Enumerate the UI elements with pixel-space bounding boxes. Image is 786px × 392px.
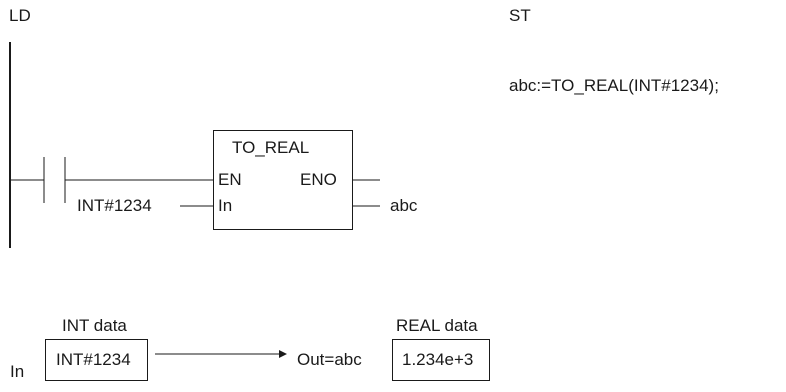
example-out-label: Out=abc — [297, 350, 362, 369]
input-value: INT#1234 — [56, 350, 131, 369]
output-value: 1.234e+3 — [402, 350, 474, 369]
function-block-to-real — [213, 130, 353, 230]
output-value-box — [392, 339, 490, 381]
ld-input-value: INT#1234 — [77, 196, 152, 215]
function-block-title: TO_REAL — [232, 138, 310, 157]
en-pin-label: EN — [218, 170, 242, 189]
st-label: ST — [509, 6, 531, 25]
input-type-label: INT data — [62, 316, 127, 335]
input-value-box — [45, 339, 148, 381]
in-pin-label: In — [218, 196, 233, 215]
st-code: abc:=TO_REAL(INT#1234); — [509, 76, 719, 95]
ld-label: LD — [9, 6, 31, 25]
example-in-label: In — [10, 362, 25, 381]
ld-output-variable: abc — [390, 196, 418, 215]
conversion-arrow-head — [279, 350, 287, 358]
output-type-label: REAL data — [396, 316, 478, 335]
eno-pin-label: ENO — [300, 170, 337, 189]
